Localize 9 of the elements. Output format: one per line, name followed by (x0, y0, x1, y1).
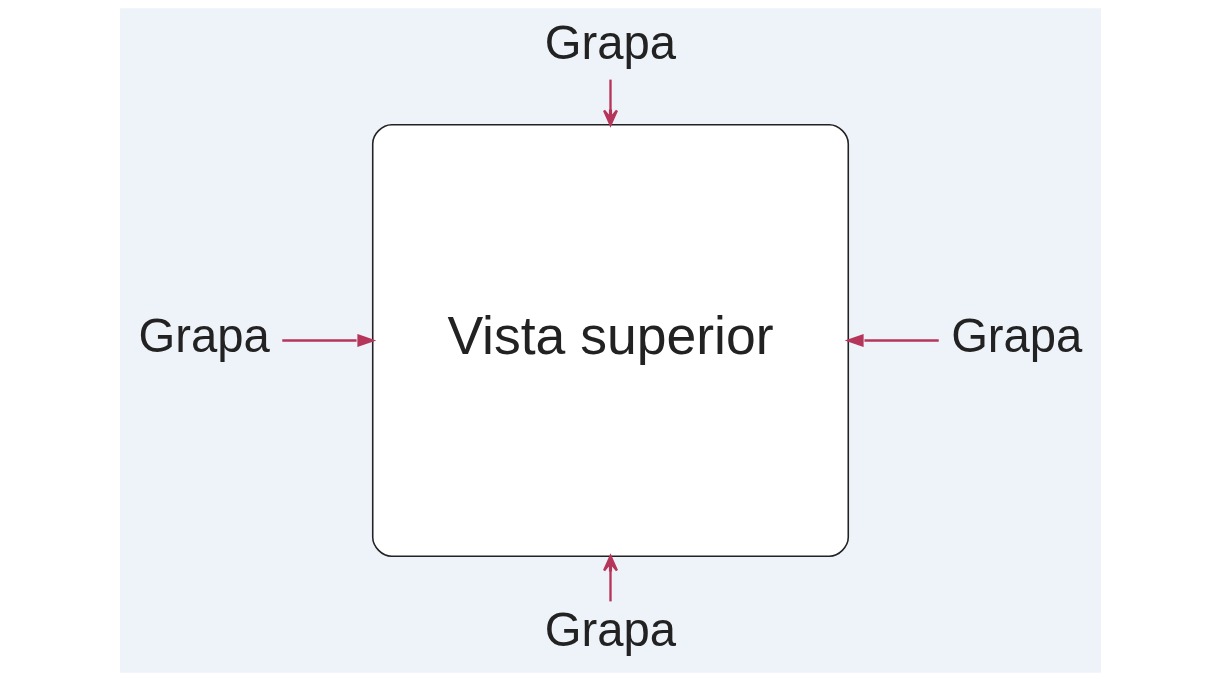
arrow (844, 333, 939, 348)
arrow (602, 555, 619, 602)
node-text: Grapa (544, 15, 677, 69)
arrow (282, 333, 377, 348)
arrow (602, 79, 619, 126)
node-text: Grapa (138, 309, 270, 363)
node-box: Vista superior (371, 124, 850, 557)
node-text: Grapa (544, 602, 677, 656)
node-text: Grapa (951, 309, 1083, 363)
